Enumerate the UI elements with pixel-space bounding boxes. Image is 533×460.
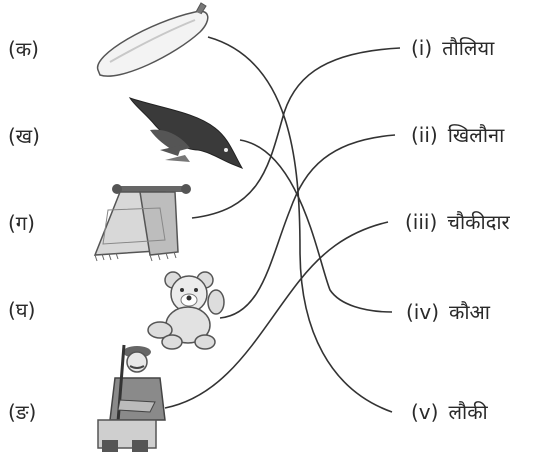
label-ga: (ग) <box>8 211 35 235</box>
answer-item-iv: (iv) कौआ <box>406 300 490 324</box>
answer-number: (v) <box>411 400 439 424</box>
answer-number: (iv) <box>406 300 439 324</box>
answer-number: (ii) <box>411 123 438 147</box>
answer-item-i: (i) तौलिया <box>411 36 494 60</box>
match-line-gha-ii[interactable] <box>219 134 396 319</box>
crow-icon <box>128 97 244 169</box>
match-line-nga-iii[interactable] <box>164 221 389 409</box>
match-line-ka-v[interactable] <box>207 36 393 413</box>
answer-item-v: (v) लौकी <box>411 400 488 424</box>
answer-item-ii: (ii) खिलौना <box>411 123 504 147</box>
match-line-kha-iv[interactable] <box>239 139 393 313</box>
answer-word: खिलौना <box>447 123 505 147</box>
gourd-icon <box>97 2 209 77</box>
answer-number: (iii) <box>405 210 438 234</box>
label-gha: (घ) <box>8 298 36 322</box>
answer-item-iii: (iii) चौकीदार <box>405 210 510 234</box>
answer-word: तौलिया <box>442 36 495 60</box>
teddy-bear-icon <box>147 271 225 350</box>
label-ka: (क) <box>8 37 39 61</box>
answer-word: चौकीदार <box>447 210 510 234</box>
answer-word: कौआ <box>449 300 490 324</box>
answer-number: (i) <box>411 36 433 60</box>
label-kha: (ख) <box>8 124 40 148</box>
match-line-ga-i[interactable] <box>191 47 401 219</box>
label-nga: (ङ) <box>8 400 37 424</box>
answer-word: लौकी <box>448 400 488 424</box>
watchman-icon <box>97 344 166 452</box>
towel-icon <box>93 184 191 262</box>
